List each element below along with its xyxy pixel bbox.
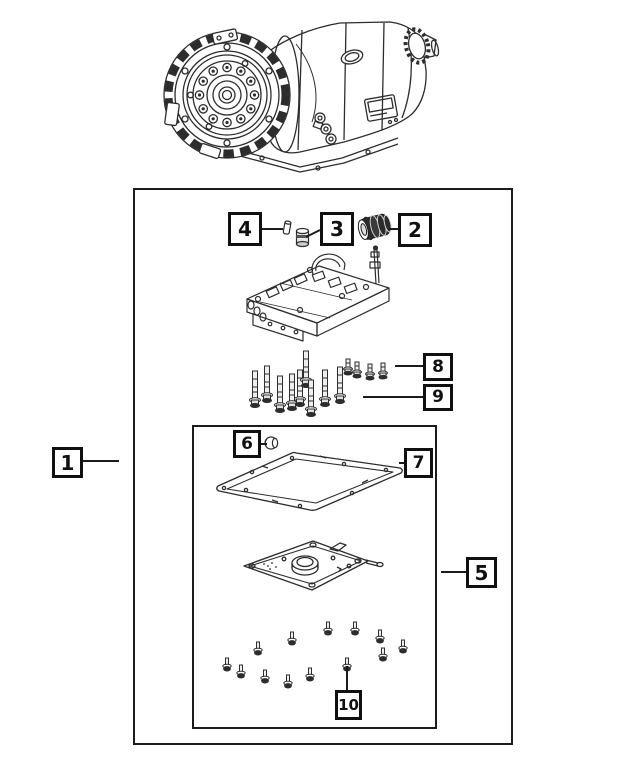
callout-1-label: 1 (60, 450, 75, 475)
callout-8-label: 8 (432, 356, 444, 377)
callout-10[interactable]: 10 (335, 690, 362, 720)
roll-pin-illustration (282, 220, 292, 235)
callout-leader-lines (83, 228, 466, 690)
callout-9[interactable]: 9 (423, 384, 453, 411)
grommet-illustration (264, 436, 279, 450)
transmission-oil-filter-illustration (243, 540, 384, 591)
callout-6[interactable]: 6 (233, 430, 261, 458)
callout-7[interactable]: 7 (404, 448, 433, 478)
transmission-assembly-illustration (163, 21, 440, 173)
oil-pan-gasket-illustration (216, 451, 403, 511)
callout-2-label: 2 (408, 218, 422, 242)
pan-kit-frame (192, 425, 437, 729)
pan-screws-illustration (222, 621, 408, 689)
callout-1[interactable]: 1 (52, 447, 83, 478)
callout-6-label: 6 (241, 433, 253, 454)
callout-3[interactable]: 3 (320, 212, 354, 246)
callout-4-label: 4 (238, 217, 252, 241)
callout-5-label: 5 (474, 560, 489, 585)
callout-8[interactable]: 8 (423, 353, 453, 381)
callout-5[interactable]: 5 (466, 557, 497, 588)
callout-10-label: 10 (338, 695, 359, 714)
long-bolts-illustration (249, 350, 346, 417)
callout-9-label: 9 (432, 387, 444, 407)
callout-3-label: 3 (330, 217, 344, 241)
valve-body-assembly-illustration (246, 245, 390, 342)
callout-2[interactable]: 2 (398, 213, 432, 247)
callout-7-label: 7 (412, 452, 425, 473)
seal-sleeve-illustration (295, 227, 310, 248)
callout-4[interactable]: 4 (228, 212, 262, 246)
solenoid-connector-sleeve-illustration (357, 213, 392, 241)
parts-group-frame (133, 188, 513, 745)
short-bolts-illustration (343, 358, 388, 381)
